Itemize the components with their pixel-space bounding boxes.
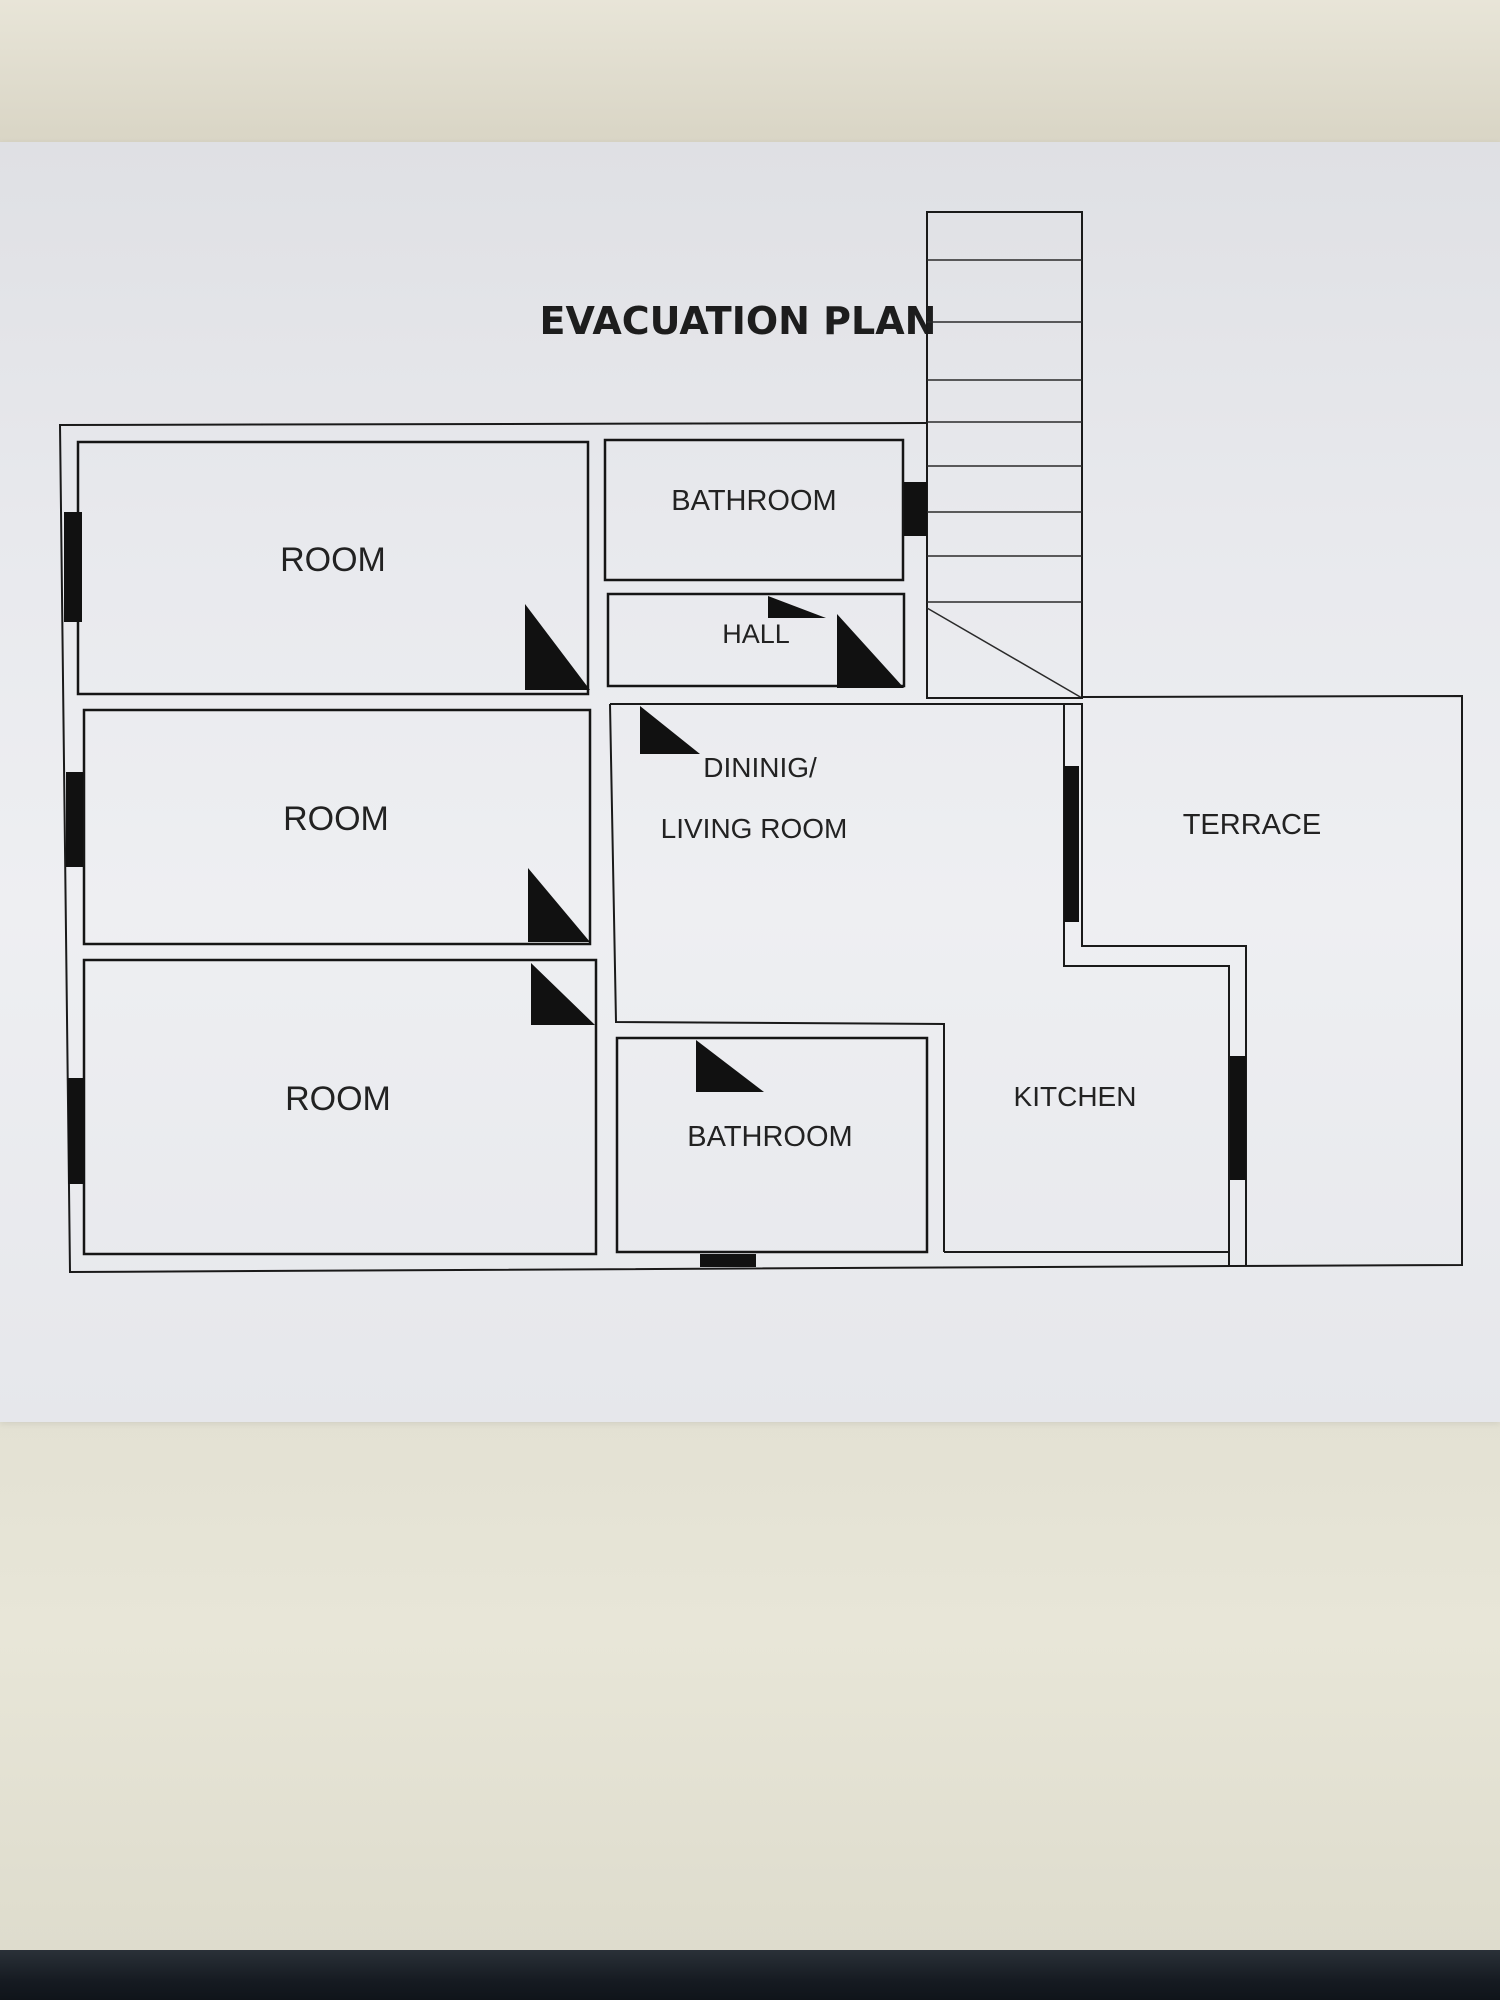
bathroom-top: BATHROOM (603, 438, 927, 582)
window-left-1 (64, 512, 82, 622)
bathroom-bottom: BATHROOM (615, 1036, 929, 1267)
bathroom-top-label: BATHROOM (671, 485, 836, 517)
outer-walls (58, 422, 1463, 1274)
room-top-left: ROOM (76, 440, 590, 696)
dining-living-room: DININIG/ LIVING ROOM (609, 703, 1230, 1266)
hall: HALL (606, 592, 906, 688)
room-bottom-left: ROOM (82, 958, 598, 1256)
room-label-3: ROOM (285, 1080, 391, 1118)
window-terrace (1064, 766, 1079, 922)
staircase (926, 211, 1083, 699)
kitchen: KITCHEN (944, 1056, 1246, 1253)
room-middle-left: ROOM (82, 708, 592, 946)
window-bathroom-bottom (700, 1254, 756, 1267)
paper-sheet (0, 142, 1500, 1422)
kitchen-label: KITCHEN (1014, 1081, 1137, 1112)
window-left-2 (66, 772, 83, 867)
terrace: TERRACE (1064, 703, 1322, 1266)
desk-surface-top (0, 0, 1500, 150)
desk-edge (0, 1950, 1500, 2000)
bathroom-bottom-label: BATHROOM (687, 1121, 852, 1153)
dining-label-line1: DININIG/ (703, 752, 817, 783)
dining-label-line2: LIVING ROOM (661, 813, 848, 844)
hall-label: HALL (722, 619, 790, 649)
window-left-3 (68, 1078, 85, 1184)
terrace-label: TERRACE (1183, 809, 1322, 841)
desk-surface-bottom (0, 1420, 1500, 1950)
room-label-2: ROOM (283, 800, 389, 838)
room-label-1: ROOM (280, 541, 386, 579)
plan-title: EVACUATION PLAN (540, 299, 937, 343)
window-kitchen (1230, 1056, 1246, 1180)
window-bathroom-top (904, 482, 927, 536)
